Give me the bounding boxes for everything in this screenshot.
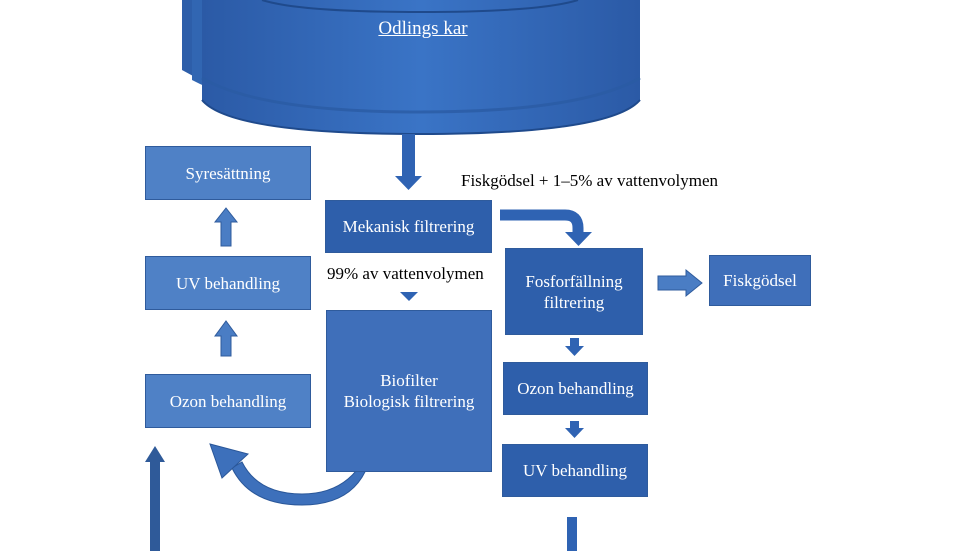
- arrow-mekanisk-to-fosfor: [500, 209, 592, 246]
- arrow-tank-to-mekanisk: [395, 134, 422, 190]
- uv-behandling-left-box: UV behandling: [145, 256, 311, 310]
- fiskgodsel-box: Fiskgödsel: [709, 255, 811, 306]
- arrow-to-biofilter: [400, 292, 418, 301]
- arrow-ozon-to-uv-left: [214, 320, 238, 357]
- arrow-inflow-bottom-left: [145, 446, 165, 551]
- ozon-left-label: Ozon behandling: [169, 391, 287, 411]
- mekanisk-filtrering-box: Mekanisk filtrering: [325, 200, 492, 253]
- ozon-right-label: Ozon behandling: [517, 379, 634, 398]
- fosfor-line1: Fosforfällning: [525, 271, 623, 291]
- uv-behandling-right-box: UV behandling: [502, 444, 648, 497]
- biofilter-line1: Biofilter: [380, 371, 438, 390]
- arrow-biofilter-to-ozon: [209, 433, 375, 506]
- arrow-uv-right-outflow: [567, 517, 577, 551]
- fosforfallning-box: Fosforfällning filtrering: [505, 248, 643, 335]
- fiskgodsel-label: Fiskgödsel: [723, 271, 797, 290]
- fosfor-line2: filtrering: [543, 292, 605, 312]
- ozon-behandling-right-box: Ozon behandling: [503, 362, 648, 415]
- arrow-ozon-to-uv: [565, 421, 584, 438]
- tank-label: Odlings kar: [378, 18, 468, 39]
- caption-fiskgodsel-volym: Fiskgödsel + 1–5% av vattenvolymen: [461, 171, 719, 190]
- arrow-uv-to-syre: [213, 207, 239, 247]
- ozon-behandling-left-box: Ozon behandling: [145, 374, 311, 428]
- mekanisk-label: Mekanisk filtrering: [342, 217, 475, 236]
- biofilter-box: Biofilter Biologisk filtrering: [326, 310, 492, 472]
- biofilter-line2: Biologisk filtrering: [343, 392, 475, 411]
- syresattning-label: Syresättning: [185, 163, 271, 183]
- uv-left-label: UV behandling: [175, 273, 281, 293]
- culture-tank: [182, 0, 641, 136]
- syresattning-box: Syresättning: [145, 146, 311, 200]
- caption-99-procent: 99% av vattenvolymen: [327, 264, 484, 283]
- arrow-fosfor-to-fiskgodsel: [657, 268, 703, 298]
- arrow-fosfor-to-ozon: [565, 338, 584, 356]
- uv-right-label: UV behandling: [522, 461, 628, 480]
